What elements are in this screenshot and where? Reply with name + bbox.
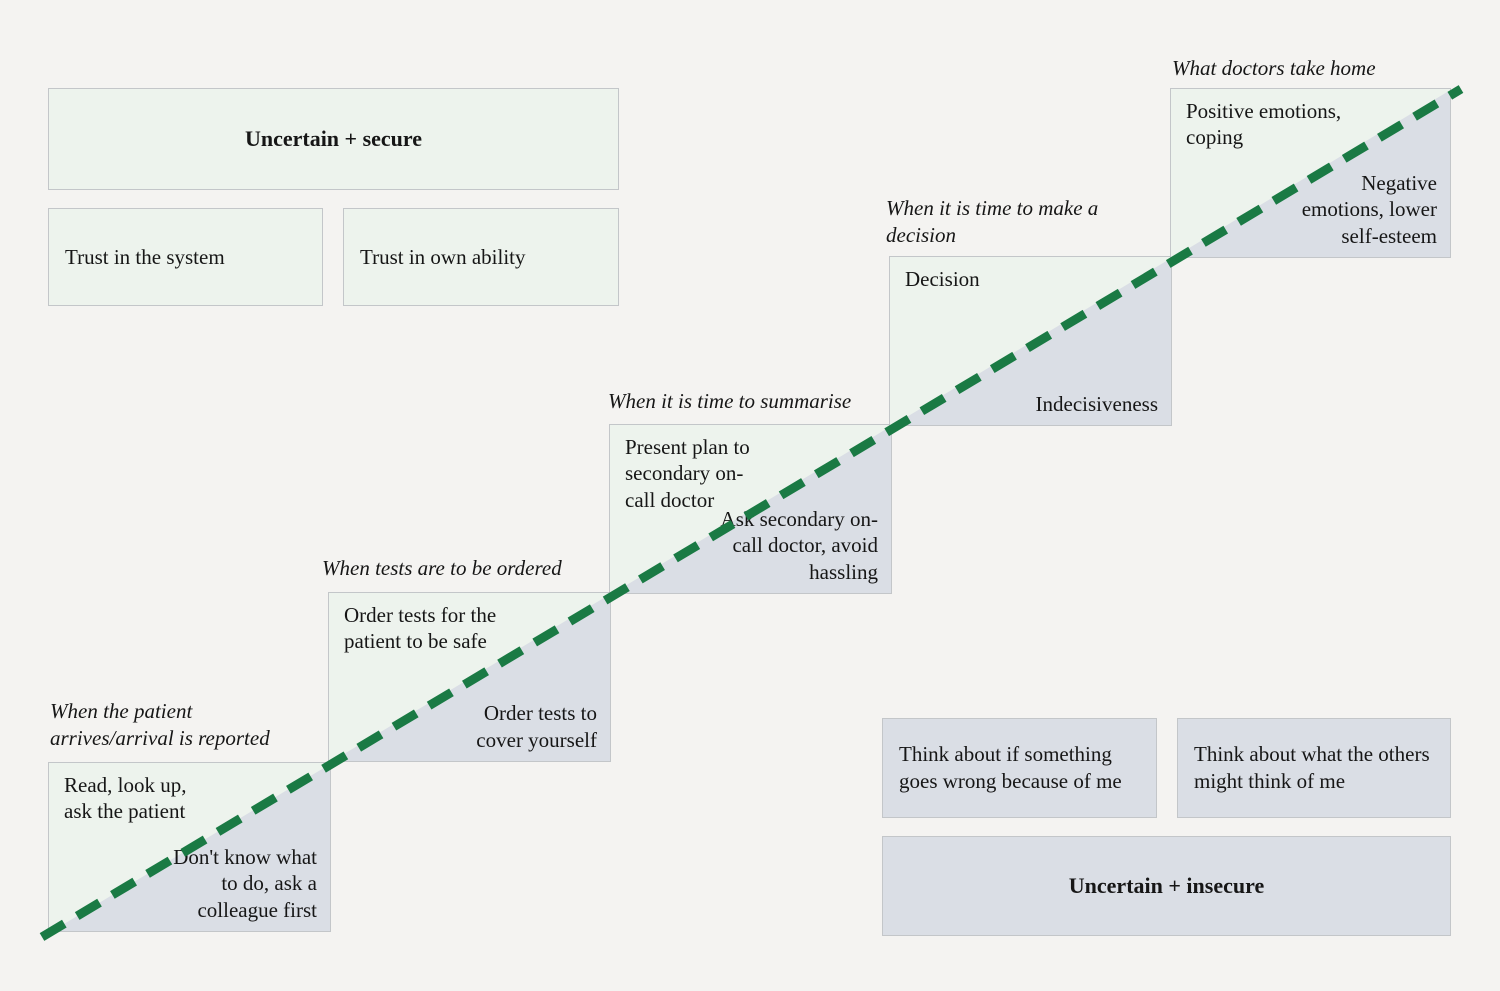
step-insecure-text-patient-arrives: Don't know what to do, ask a colleague f… (173, 844, 317, 922)
legend-box-think-about-consequences: Think about if something goes wrong beca… (882, 718, 1157, 818)
step-insecure-text-make-decision: Indecisiveness (1035, 391, 1158, 416)
step-take-home: Positive emotions, coping Negative emoti… (1170, 88, 1451, 258)
legend-box-uncertain-insecure: Uncertain + insecure (882, 836, 1451, 936)
legend-box-trust-in-own-ability: Trust in own ability (343, 208, 619, 306)
step-insecure-text-tests-ordered: Order tests to cover yourself (476, 701, 597, 752)
step-caption-make-decision: When it is time to make a decision (886, 196, 1099, 248)
legend-label-trust-in-the-system: Trust in the system (65, 244, 225, 269)
legend-label-trust-in-own-ability: Trust in own ability (360, 244, 526, 269)
step-caption-patient-arrives: When the patient arrives/arrival is repo… (50, 699, 270, 751)
step-secure-text-summarise: Present plan to secondary on-call doctor (625, 435, 750, 512)
step-patient-arrives: Read, look up, ask the patient Don't kno… (48, 762, 331, 932)
step-secure-text-patient-arrives: Read, look up, ask the patient (64, 773, 187, 824)
legend-box-uncertain-secure: Uncertain + secure (48, 88, 619, 190)
legend-label-think-about-others-opinion: Think about what the others might think … (1194, 742, 1430, 793)
step-summarise: Present plan to secondary on-call doctor… (609, 424, 892, 594)
step-make-decision: Decision Indecisiveness (889, 256, 1172, 426)
step-caption-take-home: What doctors take home (1172, 56, 1376, 80)
legend-label-think-about-consequences: Think about if something goes wrong beca… (899, 742, 1122, 793)
legend-box-trust-in-the-system: Trust in the system (48, 208, 323, 306)
legend-label-uncertain-insecure: Uncertain + insecure (1068, 872, 1265, 898)
legend-label-uncertain-secure: Uncertain + secure (244, 125, 423, 151)
step-insecure-text-take-home: Negative emotions, lower self-esteem (1301, 170, 1437, 248)
step-secure-text-tests-ordered: Order tests for the patient to be safe (344, 603, 497, 654)
step-secure-text-make-decision: Decision (905, 267, 980, 291)
step-tests-ordered: Order tests for the patient to be safe O… (328, 592, 611, 762)
legend-box-think-about-others-opinion: Think about what the others might think … (1177, 718, 1451, 818)
step-secure-text-take-home: Positive emotions, coping (1186, 99, 1342, 150)
step-insecure-text-summarise: Ask secondary on-call doctor, avoid hass… (720, 506, 878, 584)
